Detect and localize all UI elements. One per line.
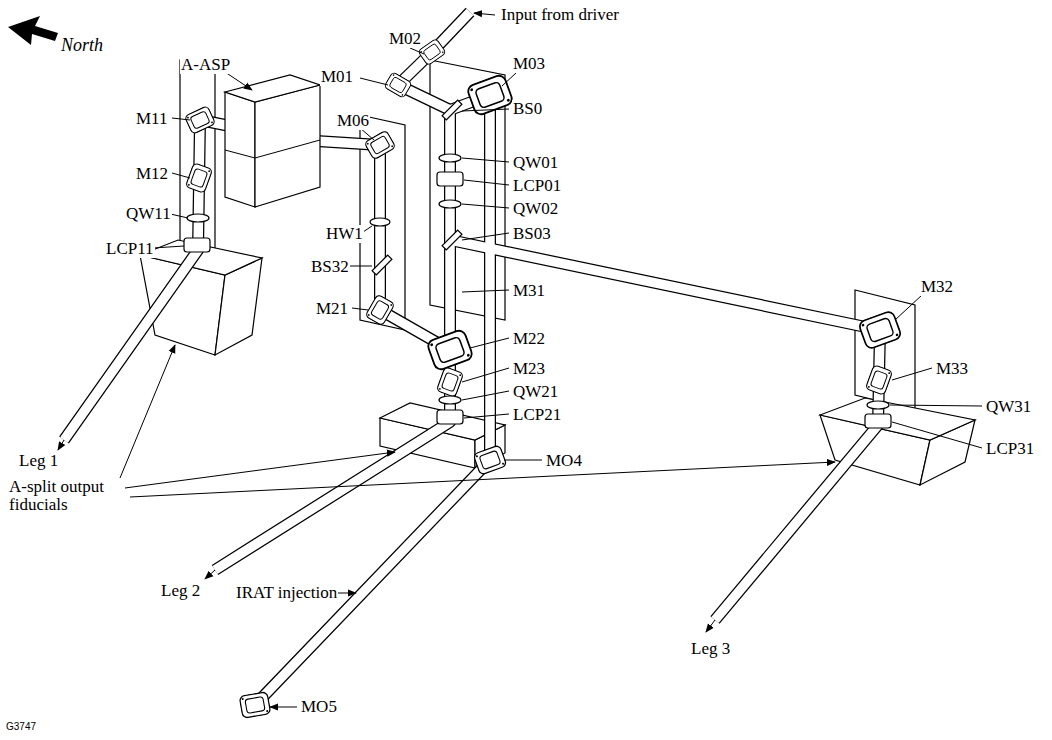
compass-label: North xyxy=(60,36,104,55)
part-label: QW01 xyxy=(512,154,559,172)
part-label: BS0 xyxy=(512,100,543,118)
part-label: M02 xyxy=(388,30,422,48)
waveplates-splitters xyxy=(184,100,891,428)
leader-lines xyxy=(58,13,982,707)
part-label: BS03 xyxy=(512,225,552,243)
part-label: IRAT injection xyxy=(235,584,338,602)
asp-box xyxy=(225,75,320,207)
part-label: QW21 xyxy=(512,383,559,401)
part-label: LCP01 xyxy=(512,177,562,195)
part-label: BS32 xyxy=(310,258,350,276)
part-label: M23 xyxy=(512,360,546,378)
part-label: LCP31 xyxy=(985,440,1035,458)
part-label: M11 xyxy=(135,110,169,128)
part-label: Leg 2 xyxy=(160,582,201,600)
part-label: M01 xyxy=(320,68,354,86)
part-label: M31 xyxy=(512,282,546,300)
part-label: MO4 xyxy=(545,452,583,470)
part-label: M33 xyxy=(935,360,969,378)
part-label: Input from driver xyxy=(500,6,620,24)
figure-number: G3747 xyxy=(5,722,37,733)
part-label: QW02 xyxy=(512,200,559,218)
part-label: QW11 xyxy=(125,205,172,223)
part-label: M03 xyxy=(512,55,546,73)
part-label: LCP21 xyxy=(512,406,562,424)
part-label: M32 xyxy=(920,278,954,296)
part-label: M22 xyxy=(512,330,546,348)
part-label: Leg 3 xyxy=(690,640,731,658)
part-label: MO5 xyxy=(300,698,338,716)
part-label: M06 xyxy=(336,112,370,130)
part-label: M21 xyxy=(315,300,349,318)
mirrors xyxy=(184,38,902,718)
part-label: M12 xyxy=(135,165,169,183)
part-label: LCP11 xyxy=(105,240,155,258)
north-arrow xyxy=(8,16,58,45)
part-label: A-ASP xyxy=(180,56,231,74)
part-label: A-split output fiducials xyxy=(8,478,122,514)
part-label: Leg 1 xyxy=(18,452,59,470)
mounting-plates xyxy=(180,60,915,410)
beam-tubes xyxy=(64,12,880,705)
part-label: HW1 xyxy=(325,225,364,243)
output-bases xyxy=(140,240,975,485)
part-label: QW31 xyxy=(985,398,1032,416)
